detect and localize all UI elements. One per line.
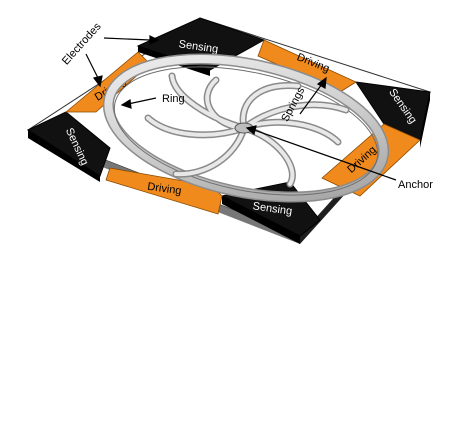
sensing-electrode-left: Sensing — [26, 111, 111, 182]
ring-label: Ring — [162, 93, 185, 105]
callouts — [85, 35, 397, 181]
sensing-label-top: Sensing — [178, 38, 219, 55]
sensing-electrode-right: Sensing — [354, 81, 431, 148]
sensing-label-bottom: Sensing — [252, 200, 293, 217]
driving-electrode-bottom-left: Driving — [105, 167, 223, 215]
electrodes-label: Electrodes — [60, 20, 104, 67]
ring — [102, 53, 390, 203]
driving-label-bottom-left: Driving — [147, 181, 183, 198]
springs — [144, 72, 350, 188]
anchor-label: Anchor — [398, 179, 433, 191]
